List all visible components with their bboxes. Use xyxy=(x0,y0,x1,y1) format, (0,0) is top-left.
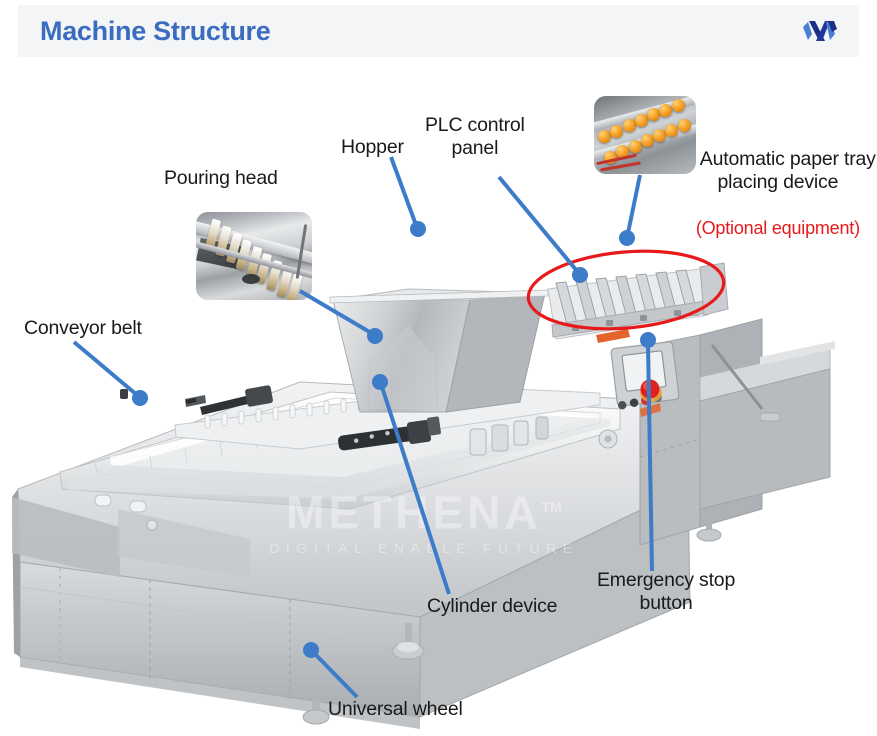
optional-equipment-ellipse xyxy=(526,249,726,331)
leader-emergency xyxy=(640,332,656,572)
photo-hole xyxy=(242,273,261,284)
leader-conveyor-belt xyxy=(72,340,148,406)
callout-overlay xyxy=(72,156,726,699)
leader-universal-wheel xyxy=(303,642,359,699)
callout-label-paper-tray-optional: (Optional equipment) xyxy=(695,218,860,238)
paper-tray-photo xyxy=(594,96,696,174)
methena-m-logo-icon xyxy=(803,21,837,41)
leader-paper-tray-photo xyxy=(619,174,642,246)
callout-label-paper-tray: Automatic paper tray placing device (Opt… xyxy=(680,125,876,285)
leader-plc-panel xyxy=(497,175,588,283)
diagram-stage: METHENATM DIGITAL ENABLE FUTURE xyxy=(0,57,877,736)
machine-illustration xyxy=(12,262,835,729)
callout-label-cylinder: Cylinder device xyxy=(427,595,558,617)
callout-label-universal-wheel: Universal wheel xyxy=(328,698,463,720)
page-header: Machine Structure xyxy=(18,5,859,57)
photo-roller-row xyxy=(594,96,696,174)
page-title: Machine Structure xyxy=(40,15,271,46)
pouring-head-photo xyxy=(196,212,312,300)
leader-cylinder xyxy=(372,374,451,595)
leader-pouring-head xyxy=(298,289,383,344)
callout-label-emergency: Emergency stop button xyxy=(597,569,736,614)
callout-label-plc-panel: PLC control panel xyxy=(425,114,525,159)
callout-label-conveyor-belt: Conveyor belt xyxy=(24,317,142,339)
callout-label-hopper: Hopper xyxy=(341,136,404,158)
callout-label-pouring-head: Pouring head xyxy=(164,167,278,189)
callout-label-paper-tray-main: Automatic paper tray placing device xyxy=(699,148,876,193)
leader-hopper xyxy=(389,156,426,237)
